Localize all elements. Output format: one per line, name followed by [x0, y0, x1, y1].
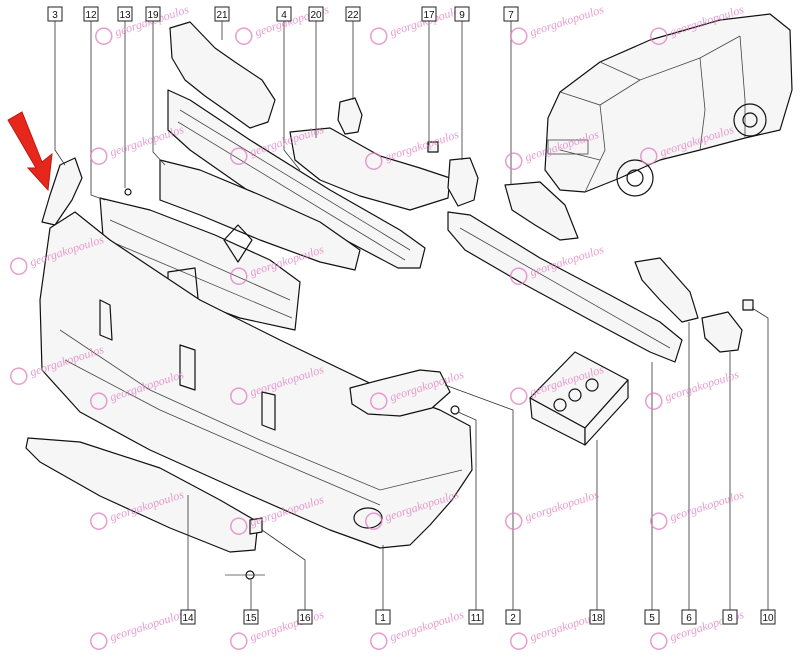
callout-21: 21 [214, 6, 230, 22]
watermark-text: georgakopoulos [663, 367, 741, 404]
svg-text:4: 4 [281, 10, 287, 21]
callout-15: 15 [243, 609, 259, 625]
car-illustration [544, 13, 793, 197]
callout-19: 19 [145, 6, 161, 22]
part-22-clip [337, 97, 363, 135]
watermark-text: georgakopoulos [668, 487, 746, 524]
svg-text:10: 10 [762, 613, 774, 624]
svg-text:8: 8 [727, 613, 733, 624]
watermark-text: georgakopoulos [108, 122, 186, 159]
svg-text:13: 13 [119, 10, 131, 21]
watermark-text: georgakopoulos [523, 487, 601, 524]
callout-3: 3 [47, 6, 63, 22]
svg-text:14: 14 [182, 613, 194, 624]
part-10-clip [742, 299, 754, 311]
watermark-text: georgakopoulos [388, 607, 466, 644]
callout-22: 22 [345, 6, 361, 22]
svg-text:19: 19 [147, 10, 159, 21]
watermark-text: georgakopoulos [383, 127, 461, 164]
watermark-text: georgakopoulos [528, 2, 606, 39]
svg-text:20: 20 [310, 10, 322, 21]
svg-text:6: 6 [686, 613, 692, 624]
svg-text:21: 21 [216, 10, 228, 21]
callout-9: 9 [454, 6, 470, 22]
part-17-clip [427, 141, 439, 153]
callout-8: 8 [722, 609, 738, 625]
part-9-bracket [447, 157, 479, 207]
svg-text:15: 15 [245, 613, 257, 624]
callout-2: 2 [505, 609, 521, 625]
callout-16: 16 [297, 609, 313, 625]
part-3-bracket [41, 157, 83, 226]
svg-text:3: 3 [52, 10, 58, 21]
part-8-cover [701, 311, 743, 353]
callout-14: 14 [180, 609, 196, 625]
part-16-clip [249, 517, 263, 535]
callout-5: 5 [644, 609, 660, 625]
part-5-lower-grille [447, 211, 683, 363]
watermark-text: georgakopoulos [248, 607, 326, 644]
part-19-grille-frame [159, 159, 361, 271]
part-13-screw [124, 188, 132, 196]
svg-text:11: 11 [471, 613, 482, 624]
callout-13: 13 [117, 6, 133, 22]
svg-text:5: 5 [649, 613, 655, 624]
svg-text:18: 18 [591, 613, 603, 624]
part-18-fixing-kit [529, 351, 629, 446]
svg-text:9: 9 [459, 10, 465, 21]
callout-20: 20 [308, 6, 324, 22]
svg-text:16: 16 [299, 613, 311, 624]
callout-7: 7 [503, 6, 519, 22]
svg-text:12: 12 [85, 10, 97, 21]
part-14-undertray [25, 437, 259, 553]
part-2-bracket [349, 369, 451, 417]
part-15-screw [225, 570, 265, 580]
callout-17: 17 [421, 6, 437, 22]
svg-text:2: 2 [510, 613, 516, 624]
callout-11: 11 [468, 609, 484, 625]
callout-18: 18 [589, 609, 605, 625]
svg-text:17: 17 [423, 10, 435, 21]
svg-text:22: 22 [347, 10, 359, 21]
svg-text:1: 1 [380, 613, 386, 624]
part-21-bracket [169, 21, 276, 129]
callout-1: 1 [375, 609, 391, 625]
callout-10: 10 [760, 609, 776, 625]
callout-6: 6 [681, 609, 697, 625]
red-arrow [7, 111, 53, 192]
part-11-clip [450, 405, 460, 415]
watermark-text: georgakopoulos [108, 607, 186, 644]
part-1-bumper [39, 211, 473, 549]
part-4-absorber [167, 89, 426, 269]
leader-lines [54, 21, 769, 610]
part-7-bracket [504, 181, 579, 241]
callout-12: 12 [83, 6, 99, 22]
svg-text:7: 7 [508, 10, 514, 21]
callout-4: 4 [276, 6, 292, 22]
renault-logo [223, 224, 253, 263]
part-6-bracket [634, 257, 699, 323]
